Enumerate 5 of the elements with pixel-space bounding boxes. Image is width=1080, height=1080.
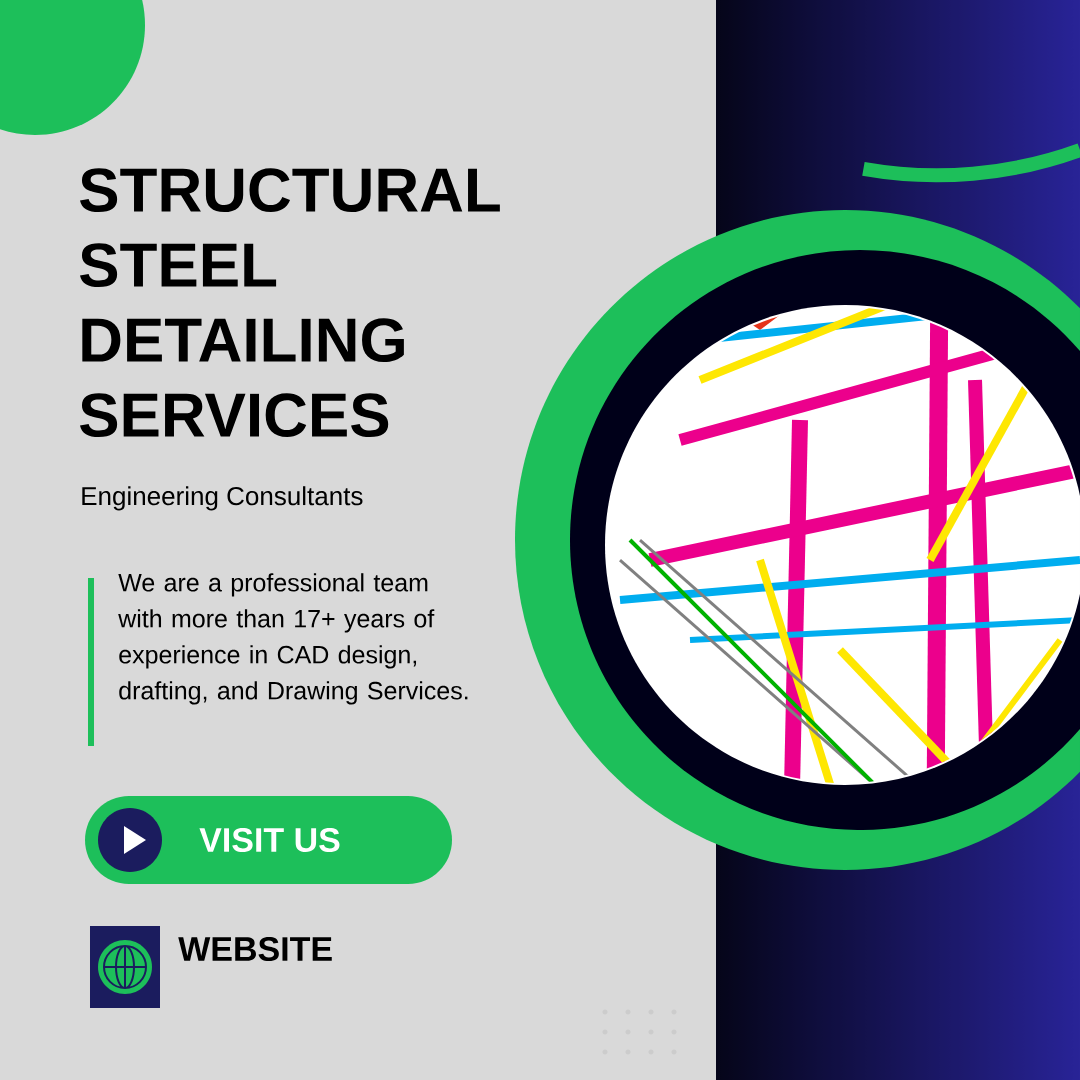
subtitle: Engineering Consultants (82, 486, 363, 511)
title: STRUCTURAL STEEL DETAILING SERVICES (80, 168, 500, 438)
visit-button: VISIT US (85, 796, 452, 884)
description: We are a professional team with more than 17+ years of experience in CAD design, drafting, and Drawing Services. (118, 573, 468, 705)
website-heading: WEBSITE (178, 936, 332, 962)
